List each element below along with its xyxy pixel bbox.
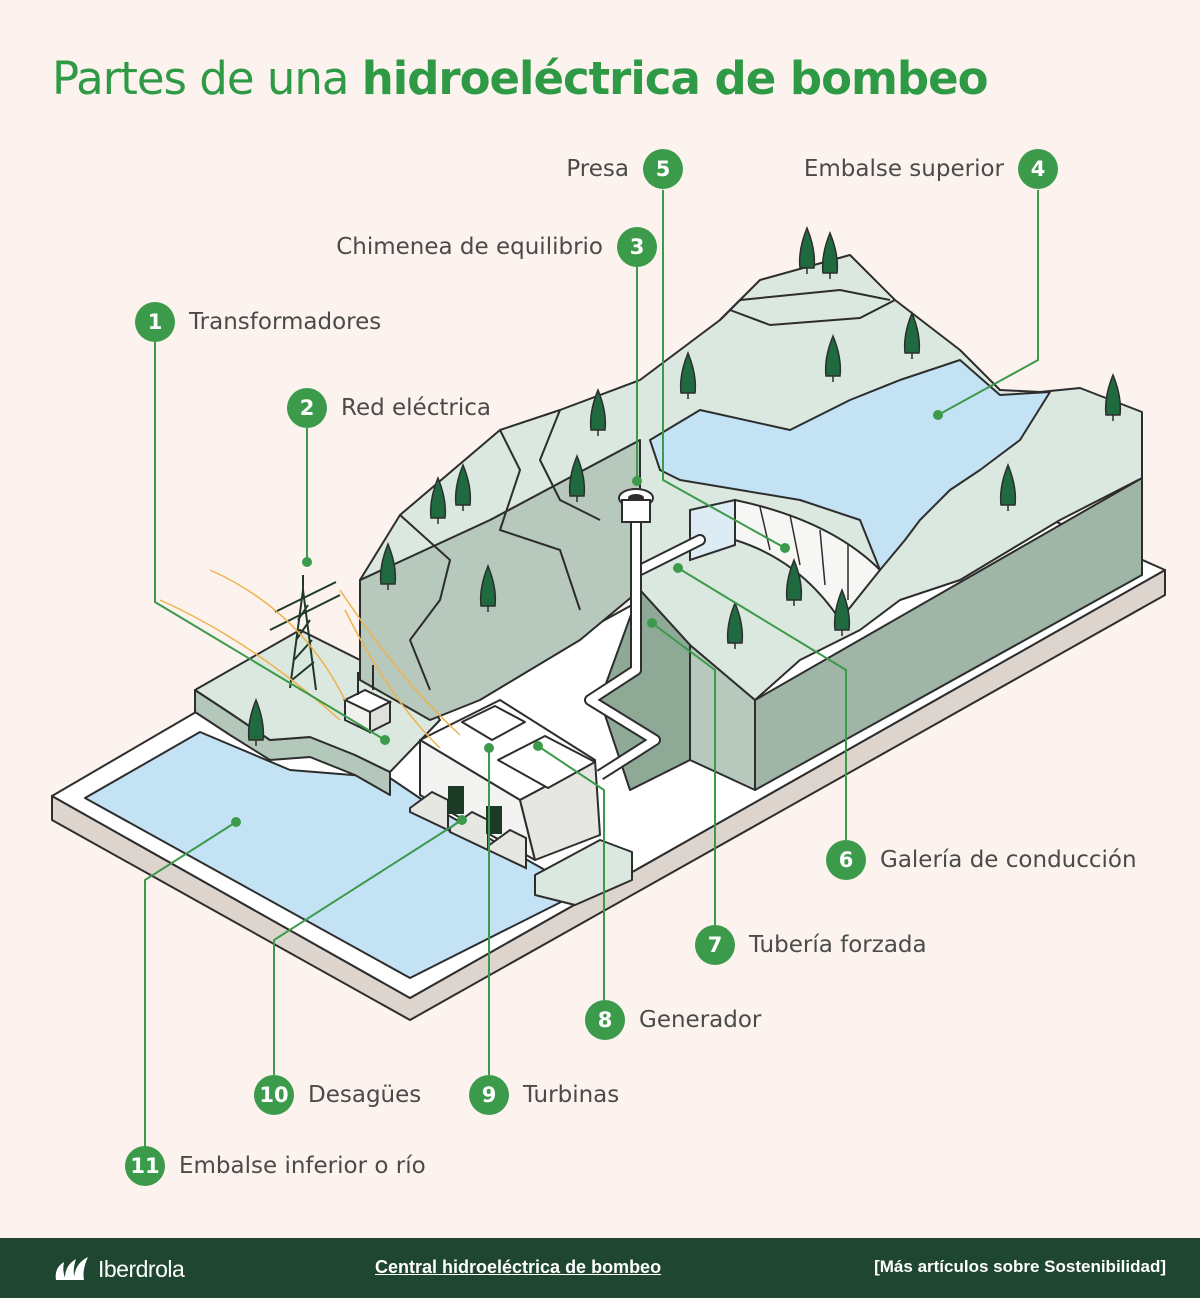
iberdrola-leaf-icon: [55, 1257, 88, 1280]
callout-text: Transformadores: [189, 309, 382, 335]
callout-turbinas: 9 Turbinas: [469, 1075, 619, 1115]
conduction-gallery-inner: [636, 536, 704, 574]
turbine-blocks: [461, 705, 526, 741]
callout-text: Galería de conducción: [880, 847, 1137, 873]
leader-line-11: [144, 821, 237, 1148]
title-regular: Partes de una: [52, 52, 362, 105]
transmission-tower: [269, 575, 341, 691]
callout-desagues: 10 Desagües: [254, 1075, 421, 1115]
callout-number: 11: [125, 1146, 165, 1186]
leader-lines: [144, 190, 1039, 1148]
transformer-building: [342, 665, 393, 734]
callout-number: 5: [643, 149, 683, 189]
footer-bar: Iberdrola Central hidroeléctrica de bomb…: [0, 1238, 1200, 1298]
callout-number: 9: [469, 1075, 509, 1115]
brand-name: Iberdrola: [98, 1255, 185, 1282]
article-link[interactable]: Central hidroeléctrica de bombeo: [375, 1257, 662, 1277]
callout-text: Tubería forzada: [749, 932, 927, 958]
power-lines: [159, 569, 461, 749]
callout-number: 8: [585, 1000, 625, 1040]
surge-chimney-body: [621, 499, 651, 523]
powerhouse-base: [534, 839, 633, 906]
callout-transformadores: 1 Transformadores: [135, 302, 381, 342]
callout-text: Red eléctrica: [341, 395, 491, 421]
hydro-diagram: [51, 190, 1166, 1148]
water-conduits: [584, 488, 706, 781]
transformer-side: [369, 700, 391, 734]
callout-embalse-inferior: 11 Embalse inferior o río: [125, 1146, 426, 1186]
callout-number: 2: [287, 388, 327, 428]
brand-logo[interactable]: Iberdrola: [52, 1254, 185, 1284]
callout-number: 6: [826, 840, 866, 880]
dam-lines: [759, 506, 849, 600]
ridge-lines: [399, 289, 896, 691]
callout-tuberia: 7 Tubería forzada: [695, 925, 927, 965]
leader-line-1: [154, 342, 386, 741]
drain-door-1: [448, 786, 464, 814]
tree: [1104, 373, 1122, 416]
title-bold: hidroeléctrica de bombeo: [361, 52, 989, 105]
forced-pipe-inner: [586, 520, 659, 779]
callout-red-electrica: 2 Red eléctrica: [287, 388, 491, 428]
generator-block: [497, 735, 596, 789]
more-articles-link[interactable]: [Más artículos sobre Sostenibilidad]: [874, 1257, 1166, 1276]
callout-text: Chimenea de equilibrio: [336, 234, 603, 260]
dam-arch: [734, 499, 881, 621]
leader-line-6: [677, 567, 847, 840]
callout-number: 4: [1018, 149, 1058, 189]
leader-line-5: [662, 190, 786, 549]
leader-line-10: [273, 819, 463, 1075]
callout-galeria: 6 Galería de conducción: [826, 840, 1137, 880]
callout-number: 7: [695, 925, 735, 965]
tree: [821, 231, 839, 274]
callout-generador: 8 Generador: [585, 1000, 761, 1040]
leader-line-7: [651, 622, 716, 925]
leader-line-8: [537, 745, 605, 1000]
callout-chimenea: Chimenea de equilibrio 3: [336, 227, 657, 267]
callout-number: 10: [254, 1075, 294, 1115]
callout-embalse-superior: Embalse superior 4: [804, 149, 1058, 189]
powerhouse: [409, 699, 633, 906]
callout-presa: Presa 5: [566, 149, 683, 189]
callout-number: 1: [135, 302, 175, 342]
trees: [247, 226, 1122, 746]
page-title: Partes de una hidroeléctrica de bombeo: [52, 52, 989, 105]
callout-text: Turbinas: [523, 1082, 620, 1108]
callout-text: Embalse inferior o río: [179, 1153, 426, 1179]
upper-reservoir: [649, 359, 1051, 571]
callout-text: Generador: [639, 1007, 762, 1033]
tree: [798, 226, 816, 269]
callout-text: Presa: [566, 156, 629, 182]
callout-text: Embalse superior: [803, 156, 1004, 182]
callout-number: 3: [617, 227, 657, 267]
leader-dots: [231, 410, 943, 827]
outlet-1: [409, 790, 449, 832]
leader-line-4: [937, 190, 1039, 416]
callout-text: Desagües: [308, 1082, 422, 1108]
